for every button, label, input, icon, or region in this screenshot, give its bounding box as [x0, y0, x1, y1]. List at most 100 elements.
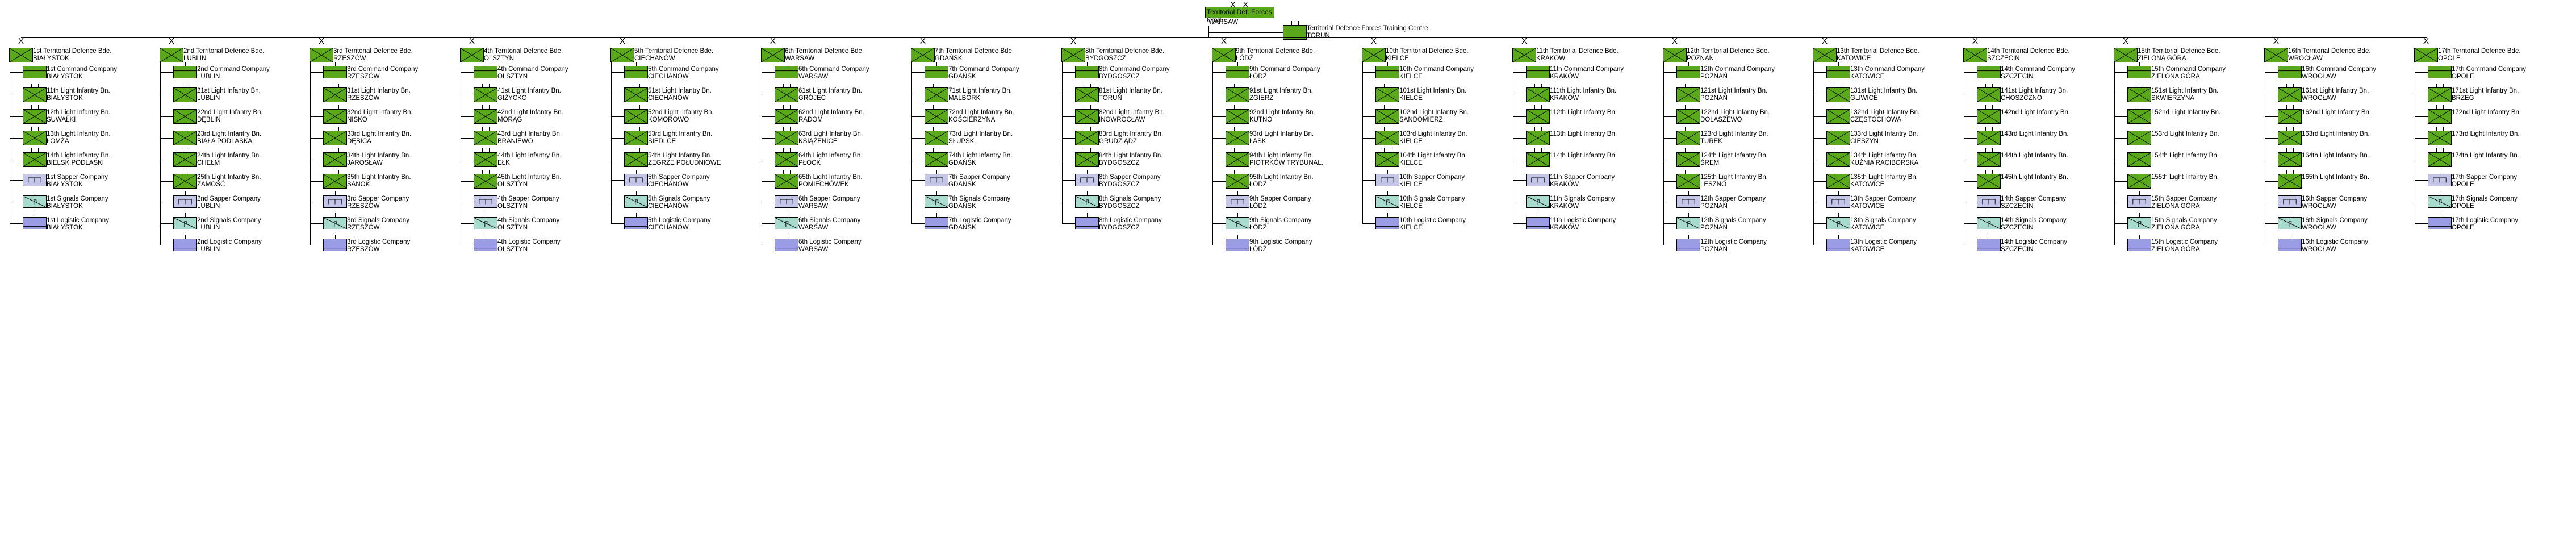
brigade-unit-11[interactable]: 11th Territorial Defence Bde.KRAKÓW: [1512, 48, 1619, 62]
subunit-9-4[interactable]: 93rd Light Infantry Bn.ŁASK: [1226, 131, 1314, 145]
subunit-5-3[interactable]: 52nd Light Infantry Bn.KOMOROWO: [624, 109, 714, 124]
subunit-9-6[interactable]: 95th Light Infantry Bn.ŁÓDŹ: [1226, 174, 1314, 189]
subunit-9-2[interactable]: 91st Light Infantry Bn.ZGIERZ: [1226, 87, 1313, 102]
subunit-3-3[interactable]: 32nd Light Infantry Bn.NISKO: [323, 109, 413, 124]
brigade-unit-16[interactable]: 16th Territorial Defence Bde.WROCŁAW: [2264, 48, 2371, 62]
subunit-8-3[interactable]: 82nd Light Infantry Bn.INOWROCŁAW: [1075, 109, 1165, 124]
subunit-12-5[interactable]: 124th Light Infantry Bn.ŚREM: [1676, 152, 1768, 167]
subunit-4-4[interactable]: 43rd Light Infantry Bn.BRANIEWO: [474, 131, 562, 145]
subunit-2-2[interactable]: 21st Light Infantry Bn.LUBLIN: [173, 87, 261, 102]
subunit-10-5[interactable]: 104th Light Infantry Bn.KIELCE: [1375, 152, 1467, 167]
subunit-8-2[interactable]: 81st Light Infantry Bn.TORUŃ: [1075, 87, 1162, 102]
subunit-3-4[interactable]: 33rd Light Infantry Bn.DĘBICA: [323, 131, 411, 145]
subunit-8-4[interactable]: 83rd Light Infantry Bn.GRUDZIĄDZ: [1075, 131, 1163, 145]
brigade-unit-9[interactable]: 9th Territorial Defence Bde.ŁÓDŹ: [1212, 48, 1315, 62]
subunit-15-2[interactable]: 151st Light Infantry Bn.SKWIERZYNA: [2127, 87, 2218, 102]
subunit-3-6[interactable]: 35th Light Infantry Bn.SANOK: [323, 174, 411, 189]
subunit-11-5[interactable]: 114th Light Infantry Bn.: [1526, 152, 1617, 167]
subunit-1-3[interactable]: 12th Light Infantry Bn.SUWAŁKI: [23, 109, 111, 124]
subunit-13-4[interactable]: 133rd Light Infantry Bn.CIESZYN: [1826, 131, 1918, 145]
subunit-7-2[interactable]: 71st Light Infantry Bn.MALBORK: [925, 87, 1012, 102]
subunit-9-5[interactable]: 94th Light Infantry Bn.PIOTRKÓW TRYBUNAL…: [1226, 152, 1323, 167]
subunit-12-3[interactable]: 122nd Light Infantry Bn.DOLASZEWO: [1676, 109, 1770, 124]
subunit-16-2[interactable]: 161st Light Infantry Bn.WROCŁAW: [2278, 87, 2369, 102]
subunit-11-3[interactable]: 112th Light Infantry Bn.: [1526, 109, 1617, 124]
brigade-unit-7[interactable]: 7th Territorial Defence Bde.GDAŃSK: [911, 48, 1014, 62]
subunit-2-3[interactable]: 22nd Light Infantry Bn.DĘBLIN: [173, 109, 263, 124]
subunit-13-3[interactable]: 132nd Light Infantry Bn.CZĘSTOCHOWA: [1826, 109, 1920, 124]
brigade-unit-14[interactable]: 14th Territorial Defence Bde.SZCZECIN: [1963, 48, 2070, 62]
subunit-1-4[interactable]: 13th Light Infantry Bn.ŁOMŻA: [23, 131, 111, 145]
subunit-4-2[interactable]: 41st Light Infantry Bn.GIŻYCKO: [474, 87, 561, 102]
subunit-11-2[interactable]: 111th Light Infantry Bn.KRAKÓW: [1526, 87, 1616, 102]
subunit-11-4[interactable]: 113th Light Infantry Bn.: [1526, 131, 1617, 145]
subunit-4-5[interactable]: 44th Light Infantry Bn.EŁK: [474, 152, 562, 167]
brigade-unit-1[interactable]: 1st Territorial Defence Bde.BIAŁYSTOK: [9, 48, 112, 62]
subunit-6-2[interactable]: 61st Light Infantry Bn.GRÓJEC: [775, 87, 862, 102]
subunit-15-5[interactable]: 154th Light Infantry Bn.: [2127, 152, 2219, 167]
top-command-box[interactable]: Territorial Def. Forces Cmd.: [1205, 7, 1274, 24]
subunit-8-5[interactable]: 84th Light Infantry Bn.BYDGOSZCZ: [1075, 152, 1163, 167]
brigade-unit-10[interactable]: 10th Territorial Defence Bde.KIELCE: [1362, 48, 1469, 62]
subunit-3-2[interactable]: 31st Light Infantry Bn.RZESZÓW: [323, 87, 411, 102]
subunit-10-2[interactable]: 101st Light Infantry Bn.KIELCE: [1375, 87, 1466, 102]
subunit-6-3[interactable]: 62nd Light Infantry Bn.RADOM: [775, 109, 864, 124]
brigade-unit-15[interactable]: 15th Territorial Defence Bde.ZIELONA GÓR…: [2114, 48, 2220, 62]
brigade-unit-3[interactable]: 3rd Territorial Defence Bde.RZESZÓW: [310, 48, 413, 62]
subunit-13-5[interactable]: 134th Light Infantry Bn.KUŹNIA RACIBORSK…: [1826, 152, 1918, 167]
subunit-12-4[interactable]: 123rd Light Infantry Bn.TUREK: [1676, 131, 1768, 145]
subunit-12-2[interactable]: 121st Light Infantry Bn.POZNAŃ: [1676, 87, 1767, 102]
subunit-17-3[interactable]: 172nd Light Infantry Bn.: [2428, 109, 2521, 124]
subunit-6-4[interactable]: 63rd Light Infantry Bn.KSIĄŻENICE: [775, 131, 863, 145]
subunit-14-2[interactable]: 141st Light Infantry Bn.CHOSZCZNO: [1977, 87, 2068, 102]
subunit-17-2[interactable]: 171st Light Infantry Bn.BRZEG: [2428, 87, 2519, 102]
brigade-unit-4[interactable]: 4th Territorial Defence Bde.OLSZTYN: [460, 48, 563, 62]
subunit-2-6[interactable]: 25th Light Infantry Bn.ZAMOŚĆ: [173, 174, 261, 189]
subunit-5-5[interactable]: 54th Light Infantry Bn.ZEGRZE POŁUDNIOWE: [624, 152, 721, 167]
subunit-7-5[interactable]: 74th Light Infantry Bn.GDAŃSK: [925, 152, 1013, 167]
subunit-16-3[interactable]: 162nd Light Infantry Bn.: [2278, 109, 2371, 124]
subunit-6-6[interactable]: 65th Light Infantry Bn.POMIECHÓWEK: [775, 174, 863, 189]
brigade-unit-13[interactable]: 13th Territorial Defence Bde.KATOWICE: [1813, 48, 1920, 62]
brigade-unit-2[interactable]: 2nd Territorial Defence Bde.LUBLIN: [160, 48, 264, 62]
